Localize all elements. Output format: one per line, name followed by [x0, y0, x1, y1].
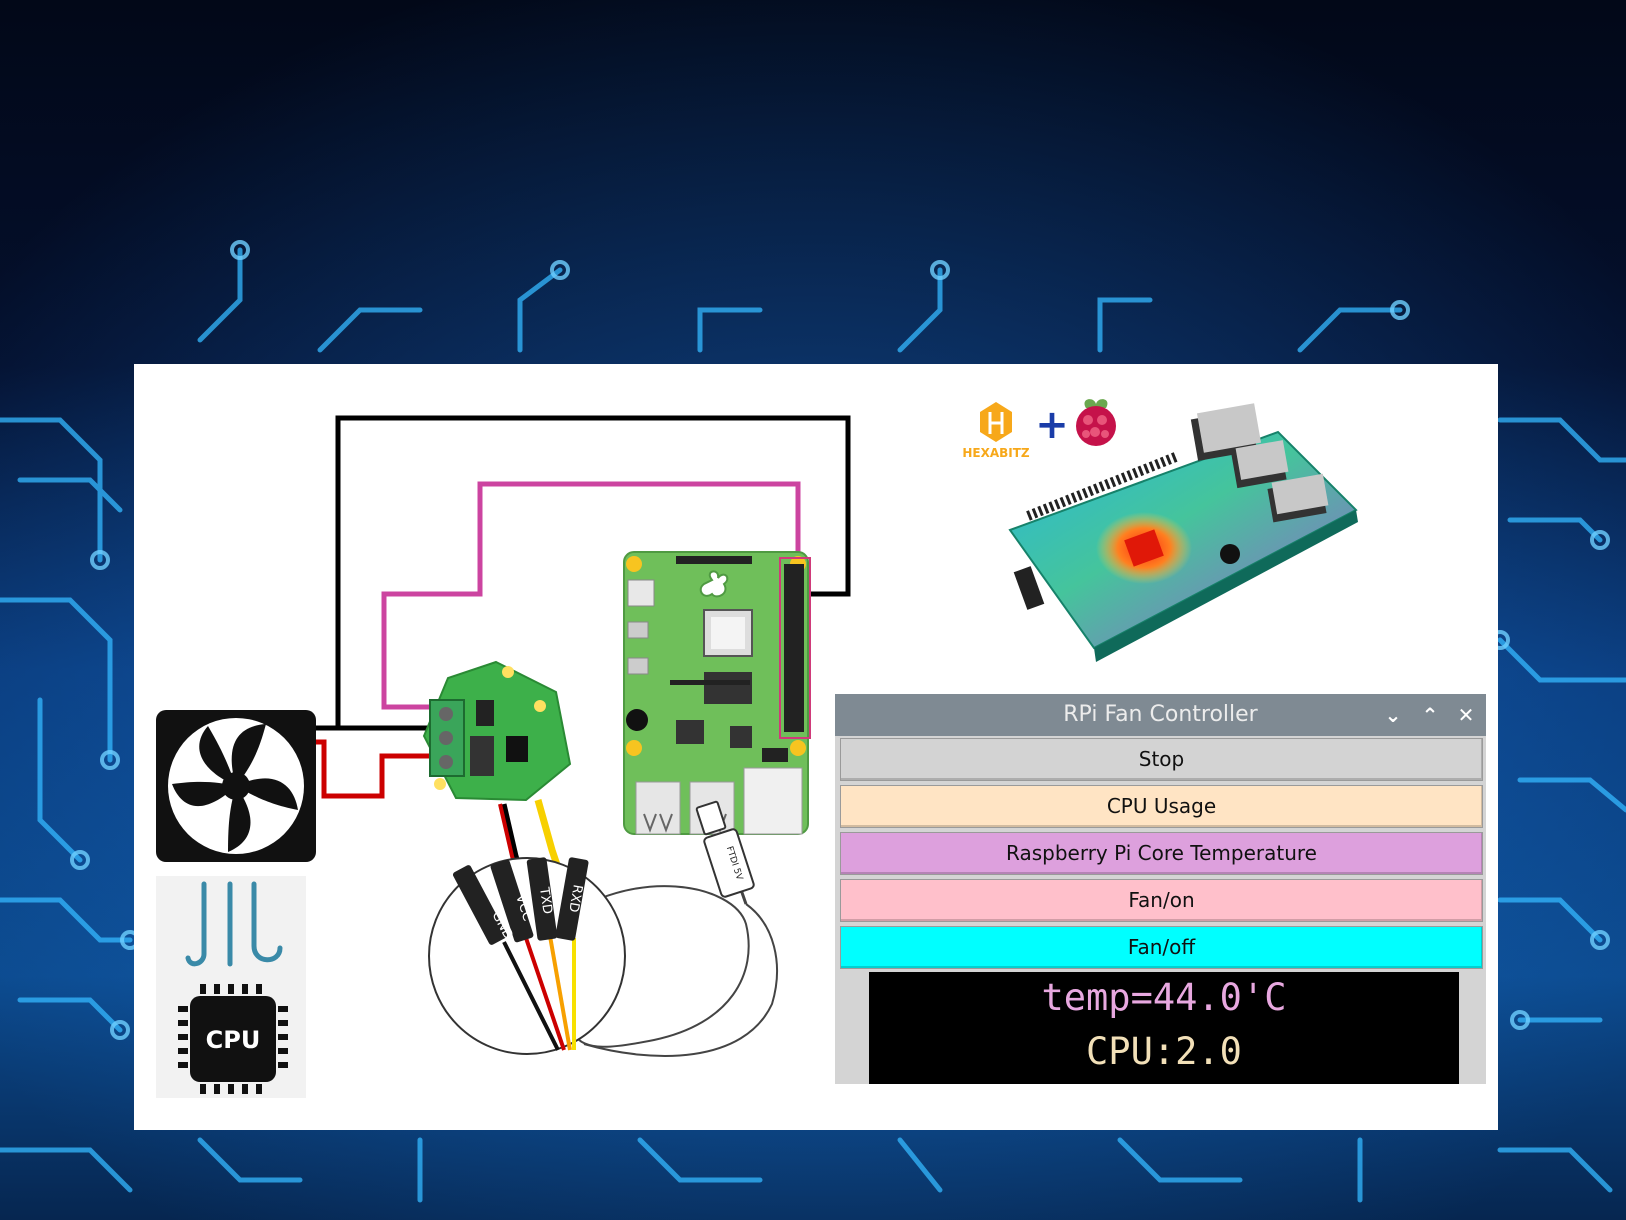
close-icon[interactable]: ✕: [1457, 703, 1475, 727]
pin-label-rxd: RXD: [565, 883, 585, 913]
wiring-diagram: CPU: [156, 399, 1358, 1098]
fan-on-button[interactable]: Fan/on: [840, 879, 1483, 922]
magenta-wire: [381, 481, 801, 710]
black-wire: [312, 415, 851, 731]
cpu-chip-label: CPU: [206, 1026, 261, 1054]
chevron-down-icon[interactable]: ⌄: [1384, 703, 1402, 727]
cpu-readout: CPU:2.0: [1086, 1030, 1242, 1073]
fan-controller-window: RPi Fan Controller ⌄ ⌃ ✕ Stop CPU Usage …: [835, 694, 1486, 1084]
chevron-up-icon[interactable]: ⌃: [1421, 703, 1439, 727]
cpu-usage-button[interactable]: CPU Usage: [840, 785, 1483, 828]
thermal-raspberry-pi-image: [1008, 403, 1358, 662]
readout-panel: temp=44.0'C CPU:2.0: [869, 972, 1459, 1084]
raspberry-pi-board: [623, 551, 811, 835]
hexabitz-logo: HEXABITZ: [962, 402, 1030, 460]
window-title: RPi Fan Controller: [1063, 702, 1258, 727]
window-titlebar[interactable]: RPi Fan Controller ⌄ ⌃ ✕: [835, 694, 1486, 736]
hexabitz-brand-text: HEXABITZ: [962, 446, 1030, 460]
hexabitz-module: [422, 660, 572, 802]
raspberry-logo-icon: [1076, 399, 1116, 446]
cpu-cooling-icon: CPU: [156, 876, 306, 1098]
pin-label-txd: TXD: [536, 885, 555, 915]
fan-icon: [156, 710, 316, 862]
core-temperature-button[interactable]: Raspberry Pi Core Temperature: [840, 832, 1483, 875]
plus-symbol: +: [1035, 402, 1069, 448]
diagram-card: CPU: [134, 364, 1498, 1130]
usb-cable-inset: FTDI 5V GND VCC TXD RXD: [428, 800, 778, 1057]
fan-off-button[interactable]: Fan/off: [840, 926, 1483, 969]
stop-button[interactable]: Stop: [840, 738, 1483, 781]
temperature-readout: temp=44.0'C: [1041, 976, 1287, 1019]
red-wire: [314, 739, 434, 799]
